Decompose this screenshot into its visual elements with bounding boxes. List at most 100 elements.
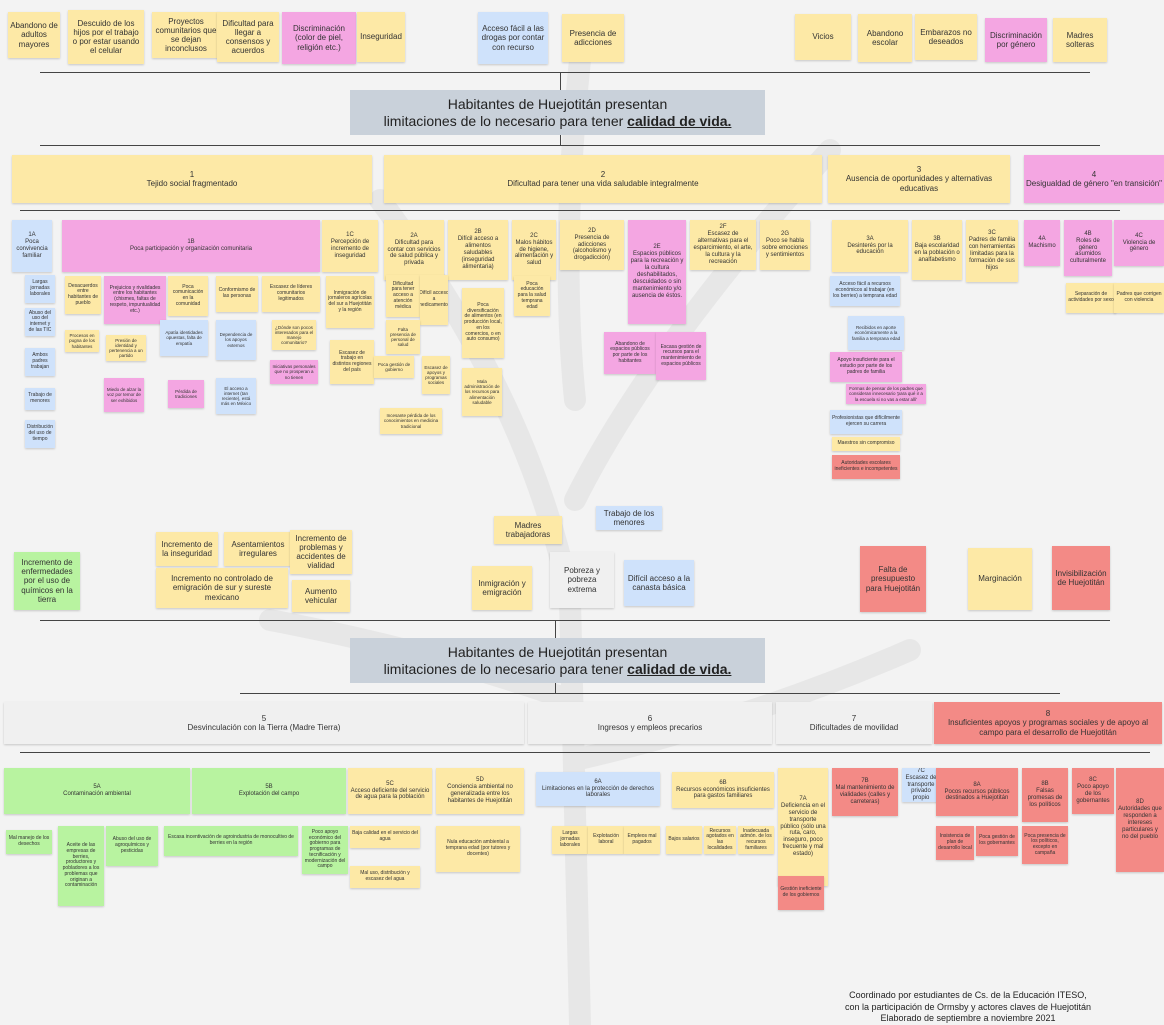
level2-problem: 1A Poca convivencia familiar [12,220,52,272]
small-note: Apatía identidades opuestas, falta de em… [160,320,208,356]
level3-cause: Largas jornadas laborales [25,275,55,303]
cause-note: Aumento vehicular [292,580,350,612]
level2-problem: 7A Deficiencia en el servicio de transpo… [778,768,828,886]
level2-problem: 5B Explotación del campo [192,768,346,814]
level3-cause: Escasa incentivación de agroindustria de… [164,826,298,856]
level2-problem: 5A Contaminación ambiental [4,768,190,814]
level2-problem: 6B Recursos económicos insuficientes par… [672,772,774,808]
level3-cause: Dificultad para tener acceso a atención … [386,275,420,317]
cause-note: Proyectos comunitarios que se dejan inco… [152,12,220,58]
small-note: Iniciativas personales que no prosperan … [270,360,318,384]
connector-line [555,683,556,693]
cause-note: Vicios [795,14,851,60]
level3-cause: Escasa gestión de recursos para el mante… [656,332,706,380]
title-underline: calidad de vida. [627,112,732,129]
cause-note: Falta de presupuesto para Huejotitán [860,546,926,612]
level3-cause: Poca gestión de los gobernantes [976,826,1018,856]
connector-line [40,620,1110,621]
cause-note: Descuido de los hijos por el trabajo o p… [68,10,144,64]
level2-problem: 2D Presencia de adicciones (alcoholismo … [560,220,624,270]
level2-problem: 2F Escasez de alternativas para el espar… [690,220,756,270]
level2-problem: 3C Padres de familia con herramientas li… [966,220,1018,282]
level3-cause: Ambos padres trabajan [25,348,55,376]
level3-cause: Inadecuada admón. de los recursos famili… [738,826,774,854]
level3-cause: Trabajo de menores [25,388,55,410]
connector-line [40,72,1090,73]
credits-line-2: con la participación de Ormsby y actores… [844,1001,1092,1012]
cause-note: Abandono escolar [858,14,912,62]
level2-problem: 8A Pocos recursos públicos destinados a … [936,768,1018,816]
cause-note: Difícil acceso a la canasta básica [624,560,694,606]
small-note: Presión de identidad y pertenencia a un … [106,335,146,361]
connector-line [555,620,556,638]
level2-problem: 2E Espacios públicos para la recreación … [628,220,686,324]
level3-cause: Escasez de trabajo en distintos regiones… [330,340,374,384]
level3-cause: Poco apoyo económico del gobierno para p… [302,826,348,874]
small-note: Incesante pérdida de los conocimientos e… [380,408,442,434]
level2-problem: 4C Violencia de género [1114,220,1164,266]
title-line-1: Habitantes de Huejotitán presentan [447,644,668,661]
level1-problem: 7 Dificultades de movilidad [776,702,932,744]
level3-cause: Abandono de espacios públicos por parte … [604,332,656,374]
cause-note: Invisibilización de Huejotitán [1052,546,1110,610]
level2-problem: 3A Desinterés por la educación [832,220,908,272]
cause-note: Incremento no controlado de emigración d… [156,568,288,608]
level3-cause: Mal manejo de los desechos [6,830,52,854]
small-note: Pérdida de tradiciones [168,380,204,408]
connector-line [20,210,1120,211]
level3-cause: Profesionistas que difícilmente ejercen … [830,410,902,434]
small-note: Escasez de apoyos y programas sociales [422,356,450,394]
level3-cause: Apoyo insuficiente para el estudio por p… [830,352,902,382]
level3-cause: Poca comunicación en la comunidad [168,276,208,316]
small-note: Recibidos en aporte económicamente a la … [848,316,904,350]
level3-cause: Autoridades escolares ineficientes e inc… [832,455,900,479]
level3-cause: Poca educación para la salud temprana ed… [514,276,550,316]
cause-note: Trabajo de los menores [596,506,662,530]
cause-note: Madres trabajadoras [494,516,562,544]
level3-cause: Poca presencia de los políticos, excepto… [1022,826,1068,864]
level1-problem: 1 Tejido social fragmentado [12,155,372,203]
level2-problem: 4A Machismo [1024,220,1060,266]
small-note: El acceso a internet (tan reciente), est… [216,378,256,414]
level2-problem: 2A Dificultad para contar con servicios … [384,220,444,280]
level1-problem: 6 Ingresos y empleos precarios [528,702,772,744]
level1-problem: 2 Dificultad para tener una vida saludab… [384,155,822,203]
level2-problem: 2G Poco se habla sobre emociones y senti… [760,220,810,270]
connector-line [560,72,561,90]
cause-note: Abandono de adultos mayores [8,12,60,58]
level3-cause: Conformismo de las personas [216,276,258,312]
title-line-2-text: limitaciones de lo necesario para tener [383,660,628,677]
small-note: Mala administración de los recursos para… [462,368,502,416]
small-note: Miedo de alzar la voz por temor de ser e… [104,378,144,412]
level1-problem: 8 Insuficientes apoyos y programas socia… [934,702,1162,744]
level2-problem: 1B Poca participación y organización com… [62,220,320,272]
cause-note: Inmigración y emigración [472,566,532,610]
level2-problem: 5D Conciencia ambiental no generalizada … [436,768,524,814]
cause-note: Presencia de adicciones [562,14,624,62]
level3-cause: Explotación laboral [588,826,624,854]
cause-note: Madres solteras [1053,18,1107,62]
level2-problem: 3B Baja escolaridad en la población o an… [912,220,962,280]
level2-problem: 5C Acceso deficiente del servicio de agu… [348,768,432,814]
level3-cause: Desacuerdos entre habitantes de pueblo [65,276,101,314]
level2-problem: 8B Falsas promesas de los políticos [1022,768,1068,822]
level3-cause: Abuso del uso de agroquímicos y pesticid… [106,826,158,866]
cause-note: Incremento de problemas y accidentes de … [290,530,352,574]
cause-note: Incremento de la inseguridad [156,532,218,566]
level2-problem: 8C Poco apoyo de los gobernantes [1072,768,1114,814]
level2-problem: 4B Roles de género asumidos culturalment… [1064,220,1112,276]
level2-problem: 2B Difícil acceso a alimentos saludables… [448,220,508,280]
title-line-2-text: limitaciones de lo necesario para tener [383,112,628,129]
level3-cause: Bajos salarios [666,826,702,854]
level3-cause: Recursos agotados en las localidades [704,826,736,854]
level3-cause: Padres que corrigen con violencia [1114,283,1164,313]
small-note: Falta presencia de personal de salud [386,320,420,354]
cause-note: Marginación [968,548,1032,610]
level3-cause: Prejuicios y rivalidades entre los habit… [104,276,166,324]
small-note: Dependencia de los apoyos externos [216,320,256,360]
cause-note: Acceso fácil a las drogas por contar con… [478,12,548,64]
cause-note: Incremento de enfermedades por el uso de… [14,552,80,610]
level2-problem: 6A Limitaciones en la protección de dere… [536,772,660,806]
level3-cause: Insistencia de plan de desarrollo local [936,826,974,860]
